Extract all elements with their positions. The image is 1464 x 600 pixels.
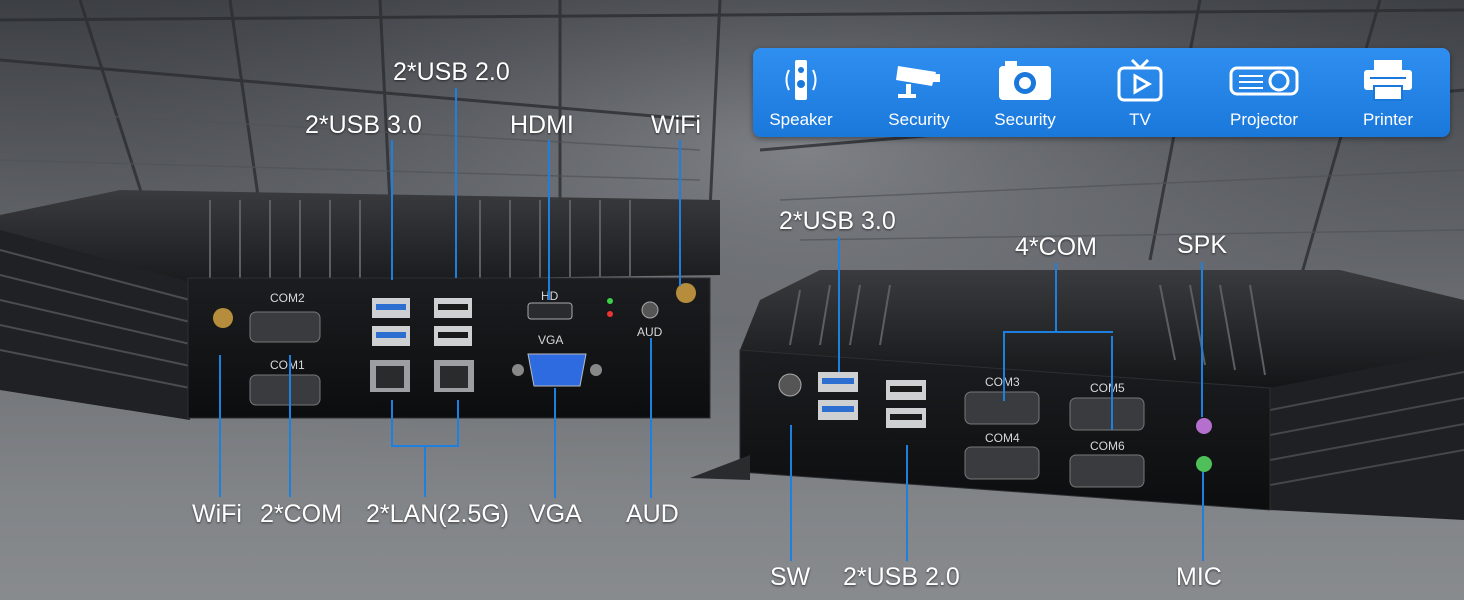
callout-aud-line [650,338,652,498]
callout-com-line [289,355,291,497]
port-text-com4: COM4 [985,431,1020,445]
label-left-vga: VGA [529,500,582,528]
port-text-com3: COM3 [985,375,1020,389]
label-left-com: 2*COM [260,500,342,528]
callout-usb30-line [391,140,393,280]
speaker-icon [785,60,817,100]
callout-r-usb30-line [838,237,840,372]
label-left-usb30: 2*USB 3.0 [305,111,422,139]
port-text-aud: AUD [637,325,663,339]
callout-hdmi-line [548,140,550,300]
callout-lan-line-b [457,400,459,446]
device-printer: Printer [1333,48,1443,137]
label-right-spk: SPK [1177,231,1228,259]
device-printer-label: Printer [1362,110,1414,129]
device-speaker-label: Speaker [769,110,833,129]
callout-r-com-line-v [1055,263,1057,333]
label-right-sw: SW [770,563,811,591]
tv-play-icon [1117,58,1163,102]
label-right-com: 4*COM [1015,233,1097,261]
callout-r-spk-line [1201,262,1203,417]
device-projector: Projector [1209,48,1319,137]
cctv-camera-icon [896,66,940,98]
camera-icon [999,61,1051,100]
callout-wifi-top-line [679,140,681,286]
callout-r-com-line-h [1003,331,1113,333]
port-text-com1: COM1 [270,358,305,372]
callout-r-sw-line [790,425,792,561]
label-left-usb20: 2*USB 2.0 [393,58,510,86]
callout-lan-line-c [424,445,426,497]
port-text-vga: VGA [538,333,563,347]
port-text-com2: COM2 [270,291,305,305]
device-security-label-1: Security [888,110,950,129]
device-speaker: Speaker [746,48,856,137]
label-right-mic: MIC [1176,563,1222,591]
label-left-aud: AUD [626,500,679,528]
callout-r-com-line-l [1003,331,1005,401]
callout-wifi-bottom-line [219,355,221,497]
callout-r-mic-line [1202,472,1204,561]
device-security-cctv: Security [864,48,974,137]
right-mini-pc [690,270,1464,520]
port-text-com5: COM5 [1090,381,1125,395]
left-mini-pc [0,190,720,420]
device-tv-label: TV [1129,110,1151,129]
label-left-hdmi: HDMI [510,111,574,139]
device-tv: TV [1085,48,1195,137]
callout-usb20-line [455,88,457,278]
callout-r-usb20-line [906,445,908,561]
callout-r-com-line-r [1111,336,1113,430]
label-left-wifi-top: WiFi [651,111,701,139]
callout-lan-line-a [391,400,393,446]
label-right-usb30: 2*USB 3.0 [779,207,896,235]
device-security-camera: Security [970,48,1080,137]
projector-icon [1229,66,1299,96]
compatible-devices-bar: Speaker Security Security [753,48,1450,137]
port-text-com6: COM6 [1090,439,1125,453]
label-right-usb20: 2*USB 2.0 [843,563,960,591]
device-security-label-2: Security [994,110,1056,129]
label-left-lan: 2*LAN(2.5G) [366,500,510,528]
printer-icon [1364,60,1412,101]
device-projector-label: Projector [1229,110,1299,129]
label-left-wifi-bottom: WiFi [192,500,242,528]
callout-vga-line [554,388,556,498]
